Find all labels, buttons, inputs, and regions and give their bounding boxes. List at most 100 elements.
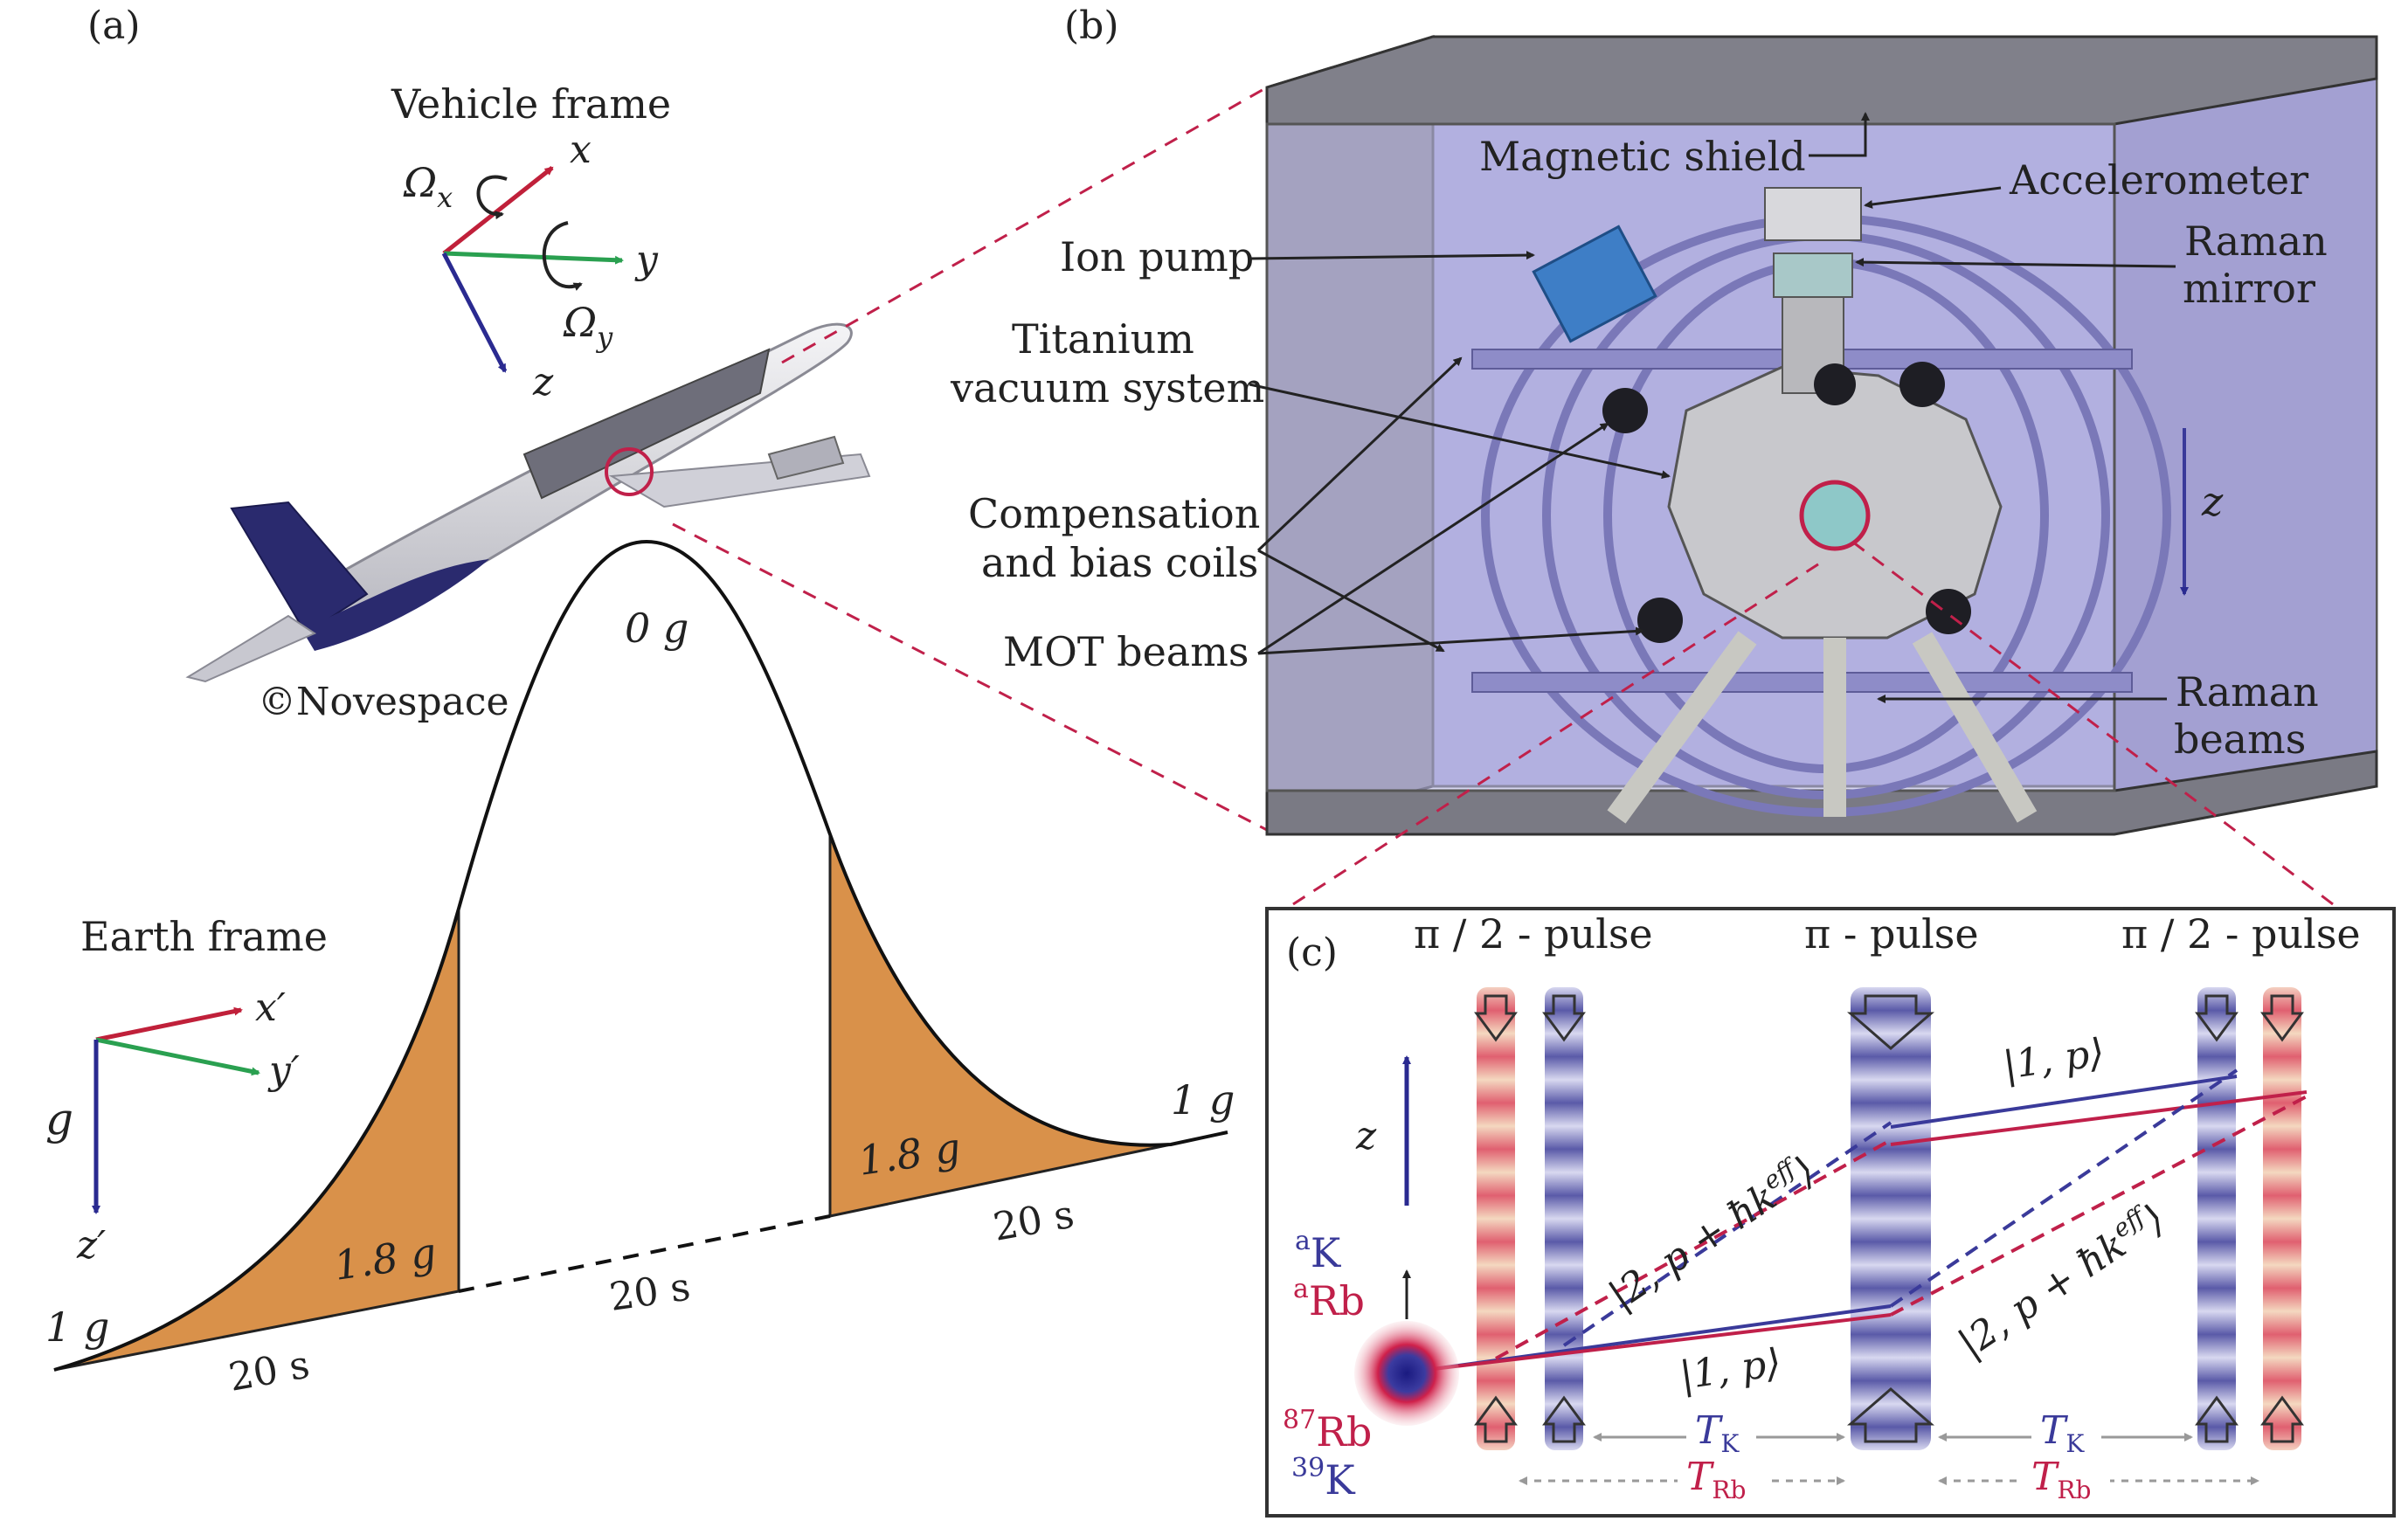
- magnetic-shield-leader: [1809, 112, 1870, 157]
- mot-leader-1: [1257, 422, 1609, 655]
- panel-b-label: (b): [1064, 3, 1119, 48]
- species-arb-sup: a: [1293, 1274, 1309, 1304]
- species-arb: aRb: [1293, 1274, 1365, 1324]
- arrow-rb-left-up: [1474, 1395, 1518, 1443]
- mot-beams-label: MOT beams: [1003, 628, 1249, 675]
- earth-g-label: g: [45, 1094, 73, 1144]
- mot-beam-port-ll: [1637, 598, 1683, 643]
- species-k39-sym: K: [1325, 1456, 1356, 1504]
- parabola-dashed-baseline: [458, 1214, 831, 1293]
- vehicle-z-label: z: [532, 360, 554, 404]
- vacuum-support-legs: [1607, 631, 2038, 824]
- magnetic-shield-label: Magnetic shield: [1479, 133, 1806, 180]
- earth-x-label: x′: [255, 985, 286, 1030]
- ion-pump-label: Ion pump: [1060, 233, 1254, 280]
- beam-rb-left: [1477, 987, 1515, 1450]
- mot-leader-2: [1257, 626, 1644, 655]
- species-k39: 39K: [1291, 1453, 1356, 1504]
- beam-mid: [1851, 987, 1931, 1450]
- trb-label-right: TRb: [2031, 1455, 2091, 1504]
- path-rb-upper-1p: [1890, 1090, 2308, 1146]
- parabola-curve: [53, 539, 1228, 1372]
- omega-x-rotation-icon: [476, 175, 508, 220]
- trb-right-sub: Rb: [2057, 1476, 2091, 1504]
- duration-right-label: 20 s: [990, 1193, 1077, 1250]
- mot-beam-port-ul: [1602, 388, 1648, 433]
- zoom-line-c-left: [1292, 557, 1827, 906]
- beam-k-left: [1545, 987, 1583, 1450]
- species-ak-sym: K: [1311, 1229, 1342, 1276]
- panel-b: (b): [950, 3, 2378, 906]
- path-rb-lower-2p: [1890, 1095, 2308, 1317]
- right-end-label: 1 g: [1171, 1076, 1235, 1124]
- airplane-cutaway: [522, 348, 771, 500]
- trb-left-sym: T: [1686, 1455, 1715, 1499]
- raman-mirror-block: [1773, 252, 1853, 298]
- zoom-line-lower: [672, 522, 1268, 832]
- vehicle-z-axis: [441, 252, 508, 373]
- duration-mid-label: 20 s: [606, 1265, 693, 1320]
- raman-mirror-label-2: mirror: [2183, 265, 2315, 312]
- arrow-k-left-up: [1542, 1395, 1586, 1443]
- airplane-tail-fin: [230, 501, 369, 635]
- titanium-label-1: Titanium: [1012, 315, 1194, 363]
- omega-y-sub: y: [595, 321, 613, 354]
- tk-label-right: TK: [2040, 1408, 2085, 1458]
- path-k-upper-2p: [1562, 1121, 1892, 1347]
- panel-b-labels: Magnetic shield Accelerometer Ion pump R…: [950, 112, 2328, 763]
- zoom-line-c-right: [1851, 540, 2334, 906]
- omega-x-label: Ωx: [403, 159, 453, 214]
- path-rb-upper-2p: [1495, 1138, 1892, 1360]
- coils-label-1: Compensation: [968, 490, 1260, 537]
- ion-pump-leader: [1249, 251, 1535, 260]
- novespace-copyright: ©Novespace: [258, 680, 509, 724]
- omega-x-sub: x: [437, 181, 453, 214]
- species-rb87-sym: Rb: [1316, 1408, 1372, 1455]
- arrow-k-right-down: [2195, 994, 2238, 1042]
- coils-leader-2: [1257, 549, 1445, 653]
- trb-right-sym: T: [2031, 1455, 2060, 1499]
- mot-beam-port-top: [1814, 363, 1856, 405]
- trb-left-sub: Rb: [1712, 1476, 1746, 1504]
- panel-c-label: (c): [1286, 930, 1338, 975]
- omega-y-symbol: Ω: [563, 299, 597, 346]
- earth-frame: Earth frame x′ y′ z′ g: [45, 913, 328, 1268]
- pulse-mid-label: π - pulse: [1804, 910, 1979, 958]
- coil-bar-lower: [1471, 672, 2133, 693]
- mot-beam-port-lr: [1926, 589, 1971, 634]
- omega-y-rotation-icon: [542, 221, 583, 291]
- earth-x-axis: [95, 1006, 243, 1042]
- vacuum-chamber-window: [1799, 480, 1871, 551]
- arrow-mid-down: [1846, 994, 1935, 1050]
- coils-label-2: and bias coils: [981, 539, 1258, 586]
- tk-left-sub: K: [1720, 1429, 1740, 1458]
- vehicle-y-label: y: [634, 238, 659, 282]
- left-start-label: 1 g: [45, 1303, 109, 1351]
- arrow-k-right-up: [2195, 1395, 2238, 1443]
- titanium-label-2: vacuum system: [950, 364, 1264, 411]
- accelerometer-leader: [1864, 186, 2002, 209]
- airplane-left-tailplane: [185, 614, 317, 683]
- trb-label-bg-right: [2023, 1455, 2110, 1500]
- tk-right-sub: K: [2065, 1429, 2085, 1458]
- trb-label-bg-left: [1678, 1455, 1765, 1500]
- parabola-profile: 0 g 1 g 1 g 1.8 g 1.8 g 20 s 20 s 20 s: [45, 539, 1235, 1400]
- panel-c-z-label: z: [1355, 1114, 1377, 1158]
- panel-a: (a) Vehicle frame x y z Ωx Ωy 0 g: [45, 3, 1268, 1400]
- pulse-right-label: π / 2 - pulse: [2121, 910, 2361, 958]
- vehicle-x-label: x: [570, 128, 592, 172]
- species-k39-sup: 39: [1291, 1453, 1325, 1483]
- chamber-z-label: z: [2201, 478, 2224, 525]
- tk-label-bg-right: [2031, 1408, 2101, 1454]
- vehicle-frame: Vehicle frame x y z Ωx Ωy: [391, 80, 671, 404]
- interferometer-paths: [1432, 1068, 2308, 1371]
- trb-label-left: TRb: [1686, 1455, 1746, 1504]
- raman-beams-label-2: beams: [2174, 716, 2306, 763]
- species-ak: aK: [1295, 1226, 1342, 1276]
- raman-mirror-leader: [1855, 258, 2176, 268]
- tk-label-bg-left: [1686, 1408, 1756, 1454]
- raman-mirror-label-1: Raman: [2184, 218, 2328, 265]
- arrow-rb-right-down: [2260, 994, 2304, 1042]
- atom-cloud: [1354, 1321, 1459, 1426]
